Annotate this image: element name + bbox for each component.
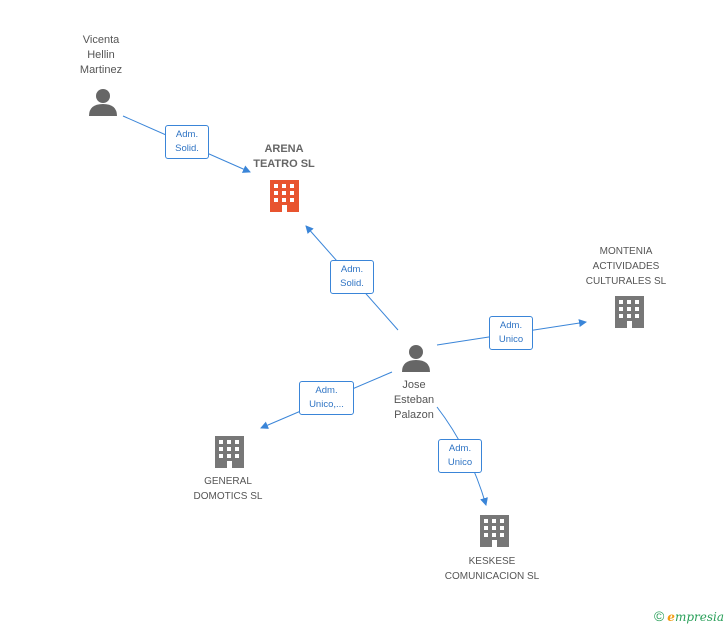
node-label-jose[interactable]: Jose Esteban Palazon (374, 378, 454, 423)
node-label-keskese[interactable]: KESKESE COMUNICACION SL (430, 554, 554, 584)
building-icon-montenia[interactable] (615, 296, 644, 328)
brand-rest: mpresia (674, 610, 724, 624)
node-label-line: Vicenta (82, 34, 120, 46)
node-label-line: COMUNICACION SL (444, 571, 540, 582)
node-label-line: Palazon (394, 409, 434, 421)
node-label-line: DOMOTICS SL (193, 491, 263, 502)
relation-line: Adm. (315, 385, 338, 396)
brand-letter: e (667, 610, 675, 624)
relation-label-jose-general[interactable]: Adm. Unico,... (299, 381, 354, 415)
node-label-vicenta[interactable]: Vicenta Hellin Martinez (60, 33, 142, 78)
node-label-line: ARENA (264, 143, 304, 155)
node-label-line: Hellin (87, 49, 115, 61)
building-icon-arena[interactable] (270, 180, 299, 212)
building-icon-general[interactable] (215, 436, 244, 468)
empresia-logo[interactable]: ©empresia (654, 608, 724, 624)
relation-line: Adm. (448, 443, 472, 454)
relation-line: Unico,... (309, 399, 344, 410)
relation-label-jose-montenia[interactable]: Adm. Unico (489, 316, 533, 350)
node-label-arena[interactable]: ARENA TEATRO SL (236, 142, 332, 172)
relation-label-jose-arena[interactable]: Adm. Solid. (330, 260, 374, 294)
node-label-general[interactable]: GENERAL DOMOTICS SL (176, 474, 280, 504)
node-label-line: KESKESE (468, 556, 516, 567)
relation-line: Solid. (175, 143, 199, 154)
relation-line: Adm. (340, 264, 364, 275)
node-label-line: ACTIVIDADES (592, 261, 660, 272)
building-icon-keskese[interactable] (480, 515, 509, 547)
relation-line: Adm. (175, 129, 199, 140)
node-label-line: Esteban (393, 394, 435, 406)
relation-line: Solid. (340, 278, 364, 289)
relation-line: Unico (498, 334, 524, 345)
relation-line: Adm. (499, 320, 523, 331)
relation-line: Unico (447, 457, 473, 468)
brand-name: empresia (667, 610, 724, 624)
person-icon-jose[interactable] (402, 345, 430, 372)
node-label-line: MONTENIA (599, 246, 653, 257)
copyright-icon: © (653, 608, 665, 624)
node-label-line: TEATRO SL (253, 158, 315, 170)
node-label-line: Jose (402, 379, 426, 391)
relation-label-jose-keskese[interactable]: Adm. Unico (438, 439, 482, 473)
node-label-line: GENERAL (204, 476, 252, 487)
node-label-montenia[interactable]: MONTENIA ACTIVIDADES CULTURALES SL (570, 244, 682, 289)
node-label-line: Martinez (79, 64, 123, 76)
node-label-line: CULTURALES SL (585, 276, 667, 287)
relation-label-vicenta-arena[interactable]: Adm. Solid. (165, 125, 209, 159)
person-icon-vicenta[interactable] (89, 89, 117, 116)
